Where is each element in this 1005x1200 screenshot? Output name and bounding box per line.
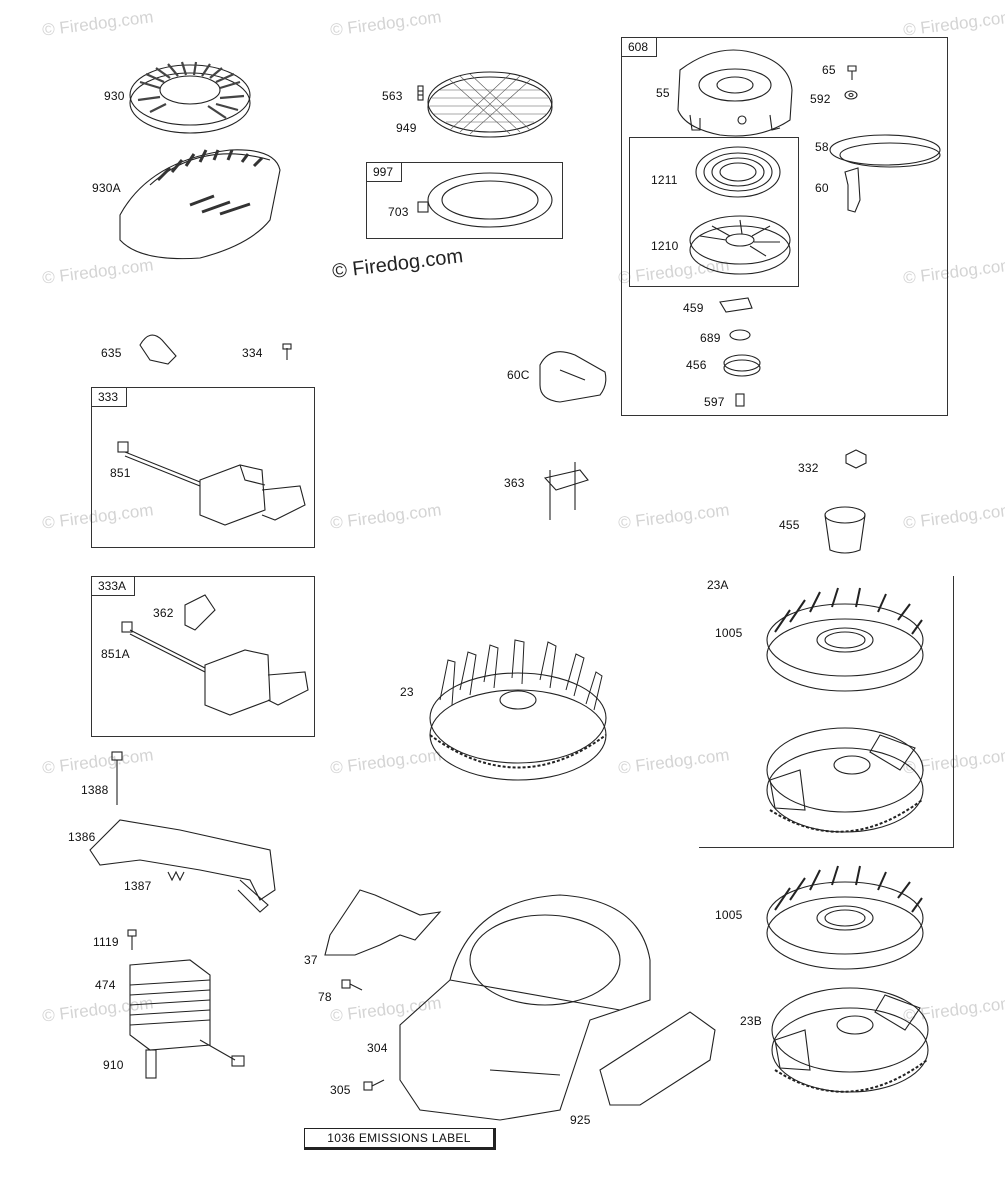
screw-597-part <box>735 393 745 407</box>
part-label: 851 <box>110 466 131 480</box>
baffle-925-part <box>599 1011 716 1106</box>
part-label: 563 <box>382 89 403 103</box>
part-label: 23 <box>400 685 414 699</box>
retainer-456-part <box>723 354 761 377</box>
starter-handle-60c-part <box>539 351 607 403</box>
part-label: 37 <box>304 953 318 967</box>
part-label: 1386 <box>68 830 96 844</box>
pawl-459-part <box>719 297 753 313</box>
group-box-608: 608 <box>621 37 948 416</box>
part-label: 60C <box>507 368 530 382</box>
part-label: 910 <box>103 1058 124 1072</box>
part-label: 78 <box>318 990 332 1004</box>
coil-spacer-363-part <box>543 462 589 520</box>
flywheel-magnet-23b-part <box>771 987 929 1093</box>
box-label: 333A <box>92 577 136 596</box>
handle-60-part <box>844 167 861 213</box>
group-box-spring-pulley <box>629 137 799 287</box>
part-label: 55 <box>656 86 670 100</box>
bracket-1386-part <box>89 819 276 913</box>
cup-455-part <box>824 506 866 554</box>
screw-305-part <box>363 1079 385 1091</box>
screw-1388-part <box>111 751 123 805</box>
rewind-starter-housing-part <box>677 49 793 137</box>
part-label: 332 <box>798 461 819 475</box>
armature-333-part <box>117 441 306 526</box>
rotating-screen-part <box>129 61 251 134</box>
group-box-333: 333 <box>91 387 315 548</box>
part-label: 1005 <box>715 908 743 922</box>
armature-333a-part <box>121 594 309 716</box>
part-label: 689 <box>700 331 721 345</box>
flywheel-fan-23a-part <box>766 587 924 692</box>
rope-part <box>829 134 941 168</box>
box-label: 23A <box>699 576 737 594</box>
part-label: 949 <box>396 121 417 135</box>
nut-332-part <box>845 449 867 469</box>
part-label: 930 <box>104 89 125 103</box>
module-474-part <box>129 959 245 1067</box>
part-label: 58 <box>815 140 829 154</box>
part-label: 362 <box>153 606 174 620</box>
part-label: 334 <box>242 346 263 360</box>
screen-part <box>417 71 553 138</box>
bolt-65-part <box>847 65 857 80</box>
part-label: 1210 <box>651 239 679 253</box>
spacer-910-part <box>145 1049 157 1079</box>
box-label: 333 <box>92 388 128 407</box>
part-label: 456 <box>686 358 707 372</box>
part-label: 1211 <box>651 173 678 187</box>
part-label: 930A <box>92 181 121 195</box>
rewind-spring-part <box>695 146 781 198</box>
box-label: 608 <box>622 38 658 57</box>
part-label: 474 <box>95 978 116 992</box>
group-box-23a: 23A <box>699 576 954 848</box>
part-label: 925 <box>570 1113 591 1127</box>
emissions-label-box: 1036 EMISSIONS LABEL <box>304 1128 496 1150</box>
spring-689-part <box>729 329 751 341</box>
part-label: 23B <box>740 1014 762 1028</box>
part-label: 592 <box>810 92 831 106</box>
screw-1119-part <box>127 929 137 950</box>
part-label: 363 <box>504 476 525 490</box>
part-label: 459 <box>683 301 704 315</box>
part-label: 635 <box>101 346 122 360</box>
rotating-screen-guard-part <box>119 149 281 260</box>
pulley-part <box>689 215 791 275</box>
spark-plug-boot-part <box>139 334 177 365</box>
part-label: 65 <box>822 63 836 77</box>
part-label: 305 <box>330 1083 351 1097</box>
part-label: 851A <box>101 647 130 661</box>
part-label: 1005 <box>715 626 743 640</box>
part-label: 1388 <box>81 783 109 797</box>
screw-334-part <box>282 343 292 360</box>
flywheel-23-part <box>429 639 607 781</box>
part-label: 1387 <box>124 879 152 893</box>
group-box-997: 997 <box>366 162 563 239</box>
part-label: 597 <box>704 395 725 409</box>
part-label: 304 <box>367 1041 388 1055</box>
bracket-37-part <box>324 889 442 956</box>
group-box-333a: 333A <box>91 576 315 737</box>
ring-part <box>417 172 553 228</box>
screw-78-part <box>341 979 363 991</box>
part-label: 703 <box>388 205 409 219</box>
flywheel-magnet-23a-part <box>766 727 924 833</box>
nut-592-part <box>844 90 858 100</box>
box-label: 997 <box>367 163 403 182</box>
spring-1387-part <box>167 870 185 882</box>
blower-housing-part <box>399 894 651 1121</box>
flywheel-fan-1005-part <box>766 865 924 970</box>
part-label: 1119 <box>93 935 119 949</box>
part-label: 455 <box>779 518 800 532</box>
part-label: 60 <box>815 181 829 195</box>
